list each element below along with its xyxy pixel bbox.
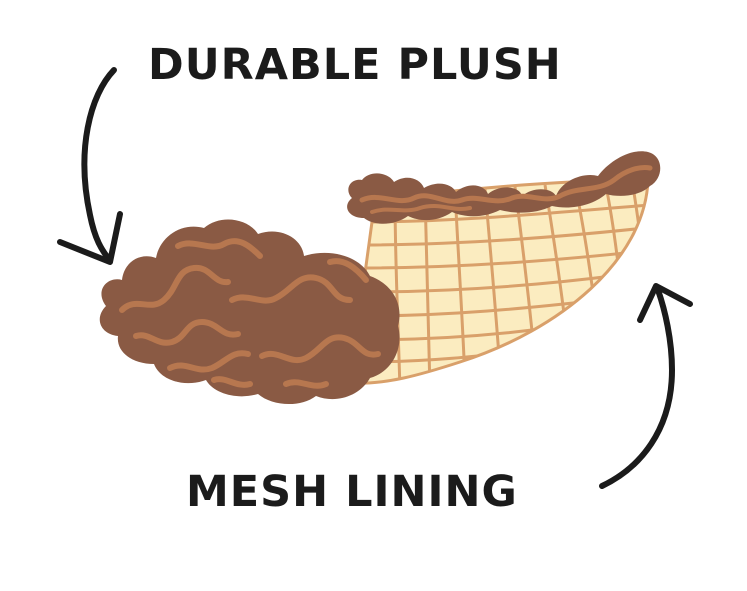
mesh-lining-label: MESH LINING	[186, 467, 518, 517]
plush-rim	[347, 151, 661, 224]
curved-arrow-down-icon	[57, 67, 123, 265]
durable-plush-label: DURABLE PLUSH	[148, 40, 562, 90]
curved-arrow-up-icon	[599, 283, 693, 489]
plush-body	[99, 219, 400, 405]
